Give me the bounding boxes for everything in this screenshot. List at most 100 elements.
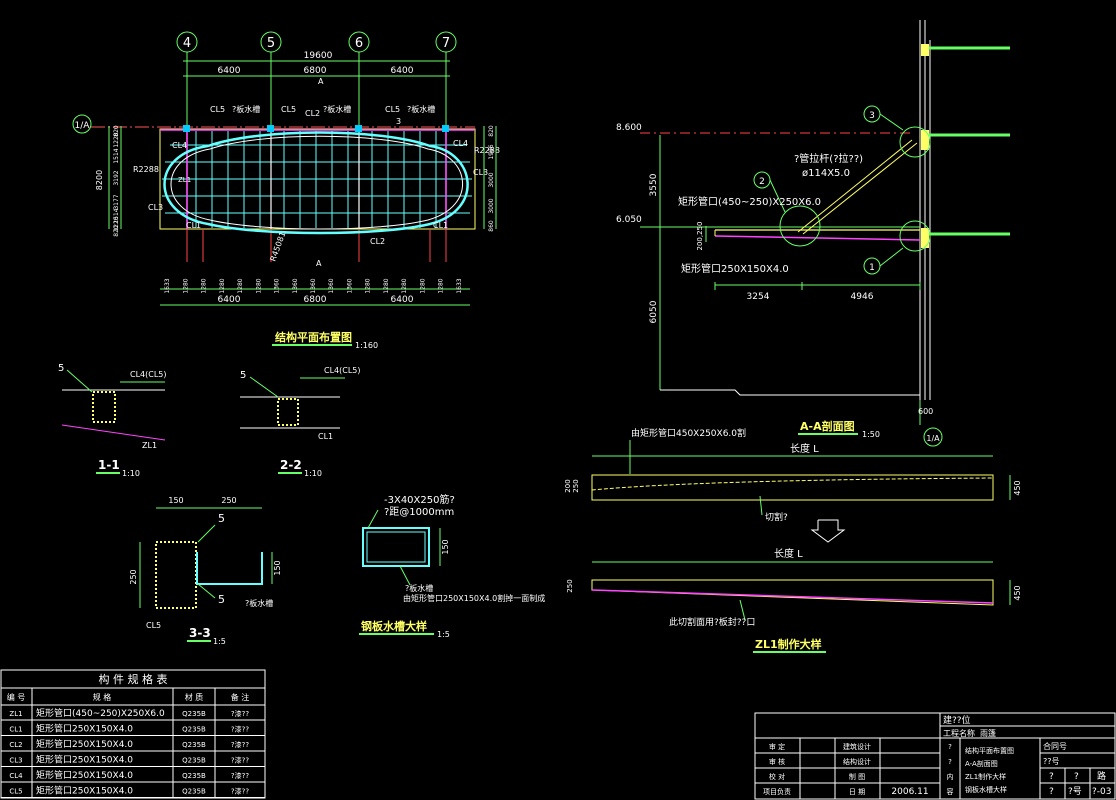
bottom-sub-dim: 1280 xyxy=(219,278,226,293)
detail-num-3: 3 xyxy=(869,111,875,121)
label-zl1: ZL1 xyxy=(178,176,191,184)
role: 项目负责 xyxy=(763,787,791,796)
bottom-sub-dim: 1280 xyxy=(365,278,372,293)
left-dim: 1514 xyxy=(113,148,120,163)
label-cl3-left: CL3 xyxy=(148,203,163,212)
section-1-1: 5 CL4(CL5) ZL1 1-1 1:10 xyxy=(58,363,167,478)
dim-6050: 6050 xyxy=(649,300,659,323)
label-r2288-left: R2288 xyxy=(133,165,159,174)
beam2-label: 矩形管口250X150X4.0 xyxy=(681,262,789,275)
bottom-sub-dim: 1280 xyxy=(419,278,426,293)
content-item: ZL1制作大样 xyxy=(965,772,1006,781)
right-dim: 3000 xyxy=(488,172,495,187)
bottom-sub-dim: 1360 xyxy=(328,278,335,293)
left-dim: 820 xyxy=(113,225,120,237)
sec22-zl: CL1 xyxy=(318,432,333,441)
project-label: 工程名称 xyxy=(943,728,975,738)
section-axis: 1/A xyxy=(926,434,940,443)
axis-label: 5 xyxy=(267,36,275,51)
q2: ? xyxy=(1074,772,1079,782)
spec-cell: 矩形管口250X150X4.0 xyxy=(36,738,133,750)
plan-title: 结构平面布置图 xyxy=(274,330,352,344)
title-block: 建??位 工程名称 雨篷 审 定 审 核 校 对 项目负责 建筑设计 结构设计 … xyxy=(754,712,1116,800)
sheet-no: ?-03 xyxy=(1092,787,1111,797)
brace-label: ?管拉杆(?拉??) xyxy=(794,152,863,165)
spec-cell: ?漆?? xyxy=(231,771,249,780)
left-dim: 3177 xyxy=(113,194,120,209)
plan-scale: 1:160 xyxy=(355,341,378,350)
axis-label: 4 xyxy=(183,36,191,51)
bottom-sub-dim: 1280 xyxy=(438,278,445,293)
axis-a-bubble xyxy=(72,114,92,134)
bottom-sub-dim: 1280 xyxy=(182,278,189,293)
role2: 日 期 xyxy=(849,788,865,796)
bottom-dim-2: 6800 xyxy=(304,295,327,305)
content-label: 容 xyxy=(947,787,954,796)
spec-table-title: 构 件 规 格 表 xyxy=(99,672,168,686)
spec-cell: 矩形管口250X150X4.0 xyxy=(36,769,133,781)
dim-4946: 4946 xyxy=(851,292,874,302)
label-cl1-left: CL1 xyxy=(186,221,201,230)
plan-view: 4 5 6 7 19600 6400 6800 6400 xyxy=(72,31,500,350)
dim-600: 600 xyxy=(918,407,933,416)
sec33-d150: 150 xyxy=(168,496,183,505)
role2: 制 图 xyxy=(849,772,865,781)
spec-cell: CL5 xyxy=(9,788,22,796)
spec-cell: CL1 xyxy=(9,726,22,734)
label-r2288-right: R2288 xyxy=(474,146,500,155)
sec22-title: 2-2 xyxy=(280,458,302,472)
date: 2006.11 xyxy=(891,787,928,797)
zl1-d250: 250 xyxy=(572,479,580,492)
bottom-sub-dim: 1280 xyxy=(383,278,390,293)
zl1-cut: 切割? xyxy=(765,511,788,523)
unit-label: 建??位 xyxy=(943,714,971,726)
zl1-len-1: 长度 L xyxy=(790,442,819,455)
label-section-a: A xyxy=(318,77,324,86)
num-label: ??号 xyxy=(1043,757,1060,766)
right-dim: 1986 xyxy=(488,144,495,159)
brace-size: ø114X5.0 xyxy=(802,168,850,179)
spec-header: 备 注 xyxy=(231,692,250,702)
spec-cell: 矩形管口250X150X4.0 xyxy=(36,785,133,797)
spec-header: 规 格 xyxy=(93,692,112,702)
content-label: 内 xyxy=(947,772,954,781)
bottom-dim-3: 6400 xyxy=(391,295,414,305)
gutter-note-1: -3X40X250筋? xyxy=(384,493,455,506)
contract-label: 合同号 xyxy=(1043,741,1067,751)
gutter-label: ?板水槽 xyxy=(405,583,433,593)
sec33-weld2: 5 xyxy=(218,593,225,606)
left-dim: 3192 xyxy=(113,170,120,185)
spec-cell: Q235B xyxy=(182,772,206,780)
spec-cell: ZL1 xyxy=(9,710,22,718)
section-2-2: 5 CL4(CL5) CL1 2-2 1:10 xyxy=(240,366,361,478)
axis-bubble-5: 5 xyxy=(260,31,282,53)
spec-header: 编 号 xyxy=(7,692,26,702)
label-gutter-2: ?板水槽 xyxy=(323,104,351,114)
spec-cell: ?漆?? xyxy=(231,740,249,749)
elev-8600: 8.600 xyxy=(616,123,642,133)
zl1-d200: 200 xyxy=(564,479,572,492)
bottom-sub-dim: 1360 xyxy=(274,278,281,293)
secondary-beams xyxy=(162,131,472,228)
section-3-3: 150 250 250 150 5 5 ?板水槽 CL5 3-3 1:5 xyxy=(129,496,282,646)
role: 审 定 xyxy=(769,742,785,751)
q3: ? xyxy=(1049,787,1054,797)
bottom-sub-dim: 1280 xyxy=(237,278,244,293)
label-cl4-left: CL4 xyxy=(172,141,187,150)
label-cl2: CL2 xyxy=(305,109,320,118)
sec33-d150v: 150 xyxy=(273,560,282,575)
sec33-title: 3-3 xyxy=(189,626,211,640)
label-cl4: CL4 xyxy=(453,139,468,148)
content-item: 钢板水槽大样 xyxy=(965,785,1007,794)
content-item: 结构平面布置图 xyxy=(965,746,1014,755)
sec33-d250: 250 xyxy=(221,496,236,505)
axis-bubble-7: 7 xyxy=(435,31,457,53)
axis-label: 6 xyxy=(355,36,363,51)
section-aa: 8.600 6.050 3 2 1 ?管拉杆(?拉??) ø114X5.0 矩形… xyxy=(616,20,1010,447)
sec22-scale: 1:10 xyxy=(304,469,322,478)
bottom-sub-dim: 1280 xyxy=(401,278,408,293)
role2: 结构设计 xyxy=(843,757,871,766)
left-dim: 1220 xyxy=(113,216,120,231)
label-gutter-1: ?板水槽 xyxy=(232,104,260,114)
oval-inner xyxy=(170,135,464,230)
